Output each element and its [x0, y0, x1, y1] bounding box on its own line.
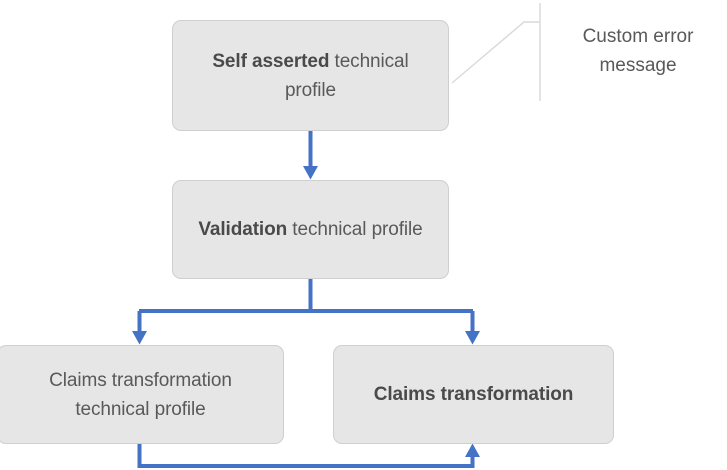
node-claims-transformation-technical-profile[interactable]: Claims transformation technical profile — [0, 345, 284, 444]
node-claims-transformation[interactable]: Claims transformation — [333, 345, 614, 444]
connector-self-asserted-to-validation — [303, 131, 318, 180]
node-validation-label-rest: technical profile — [287, 219, 423, 240]
node-validation-label-bold: Validation — [198, 219, 288, 240]
connector-validation-to-bottom-boxes — [132, 279, 480, 345]
callout-line-2: message — [599, 55, 677, 76]
node-validation-label: Validation technical profile — [198, 215, 422, 244]
callout-line-1: Custom error — [582, 26, 694, 47]
node-self-asserted-label-bold: Self asserted — [212, 50, 330, 72]
node-self-asserted-label: Self asserted technical profile — [187, 47, 434, 105]
node-self-asserted-label-rest: technical profile — [284, 50, 409, 101]
callout-leader-line — [451, 3, 541, 101]
node-claims-transformation-technical-profile-label: Claims transformation technical profile — [49, 369, 232, 420]
node-claims-transformation-label: Claims transformation — [374, 380, 574, 409]
node-claims-transformation-label-bold: Claims transformation — [373, 384, 574, 405]
callout-custom-error-message: Custom error message — [558, 22, 718, 80]
connector-claims-technical-profile-to-claims-transformation — [137, 443, 480, 468]
node-validation[interactable]: Validation technical profile — [172, 180, 449, 279]
node-self-asserted[interactable]: Self asserted technical profile — [172, 20, 449, 131]
